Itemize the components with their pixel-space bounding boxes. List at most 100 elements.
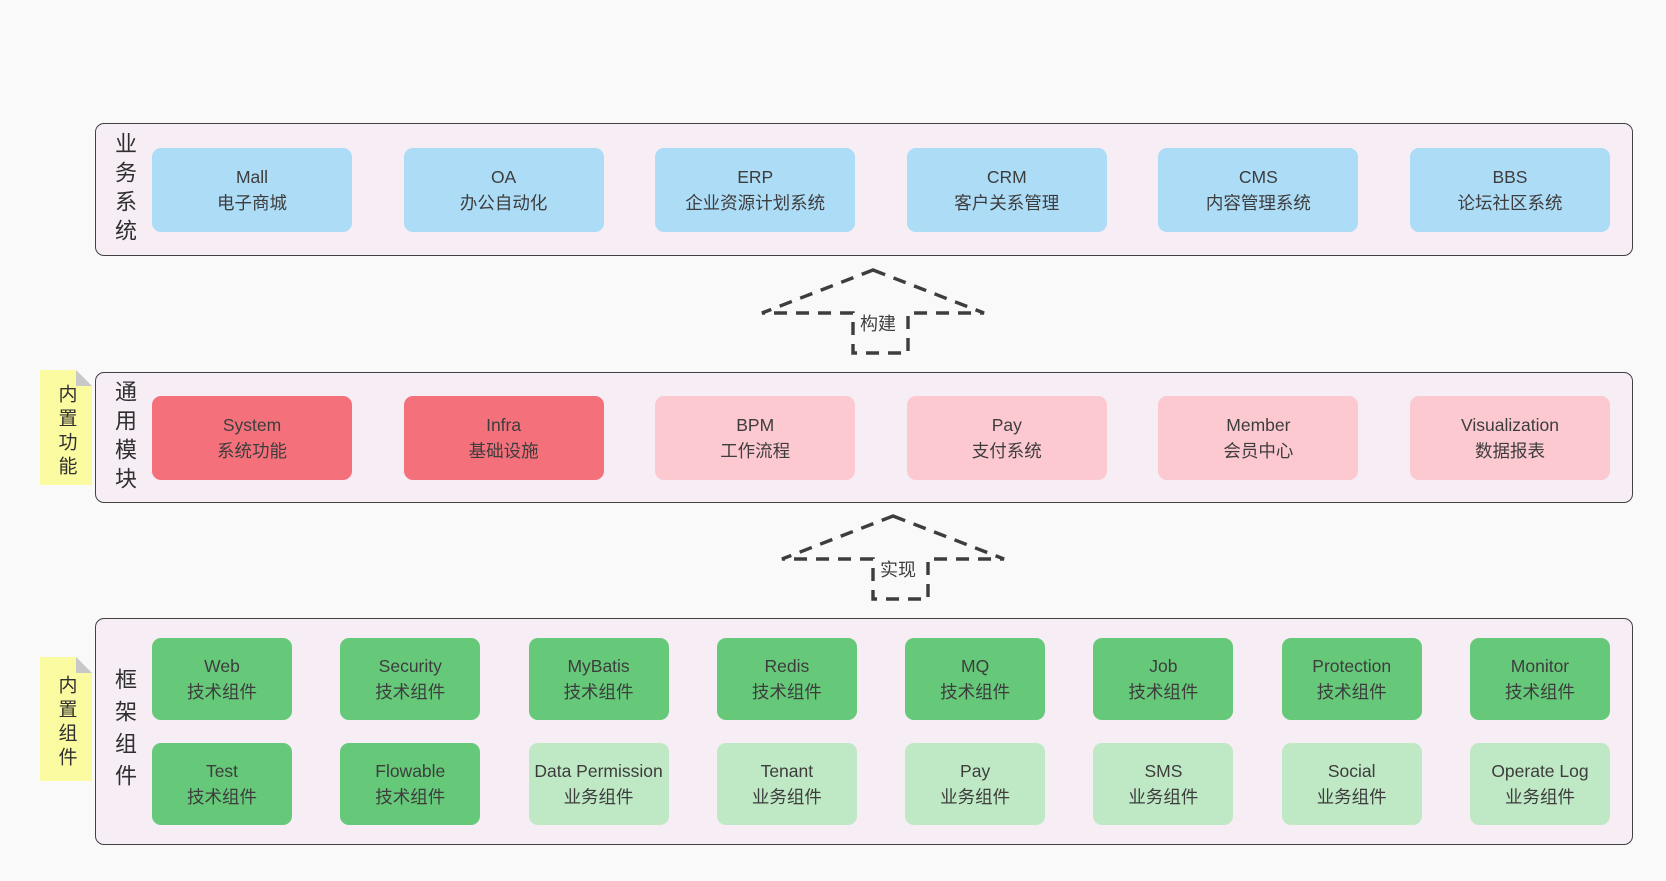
box-subtitle: 技术组件 [1316, 682, 1387, 702]
layer-common-modules: 通用模块 System 系统功能 Infra 基础设施 BPM 工作流程 Pay… [95, 372, 1633, 503]
box-title: MyBatis [567, 656, 630, 676]
box-pay-component: Pay 业务组件 [905, 743, 1046, 825]
box-member: Member 会员中心 [1158, 395, 1359, 480]
box-title: SMS [1144, 761, 1183, 781]
box-title: BBS [1492, 166, 1528, 187]
box-title: CRM [986, 166, 1027, 187]
box-subtitle: 业务组件 [940, 787, 1011, 807]
box-job: Job 技术组件 [1093, 638, 1234, 720]
box-title: Pay [991, 414, 1022, 435]
box-web: Web 技术组件 [152, 638, 292, 720]
box-subtitle: 系统功能 [217, 440, 287, 461]
box-title: Operate Log [1491, 761, 1589, 781]
box-title: Security [378, 656, 442, 676]
box-subtitle: 内容管理系统 [1205, 192, 1311, 213]
dashed-up-arrow-icon [761, 268, 985, 355]
box-subtitle: 技术组件 [751, 682, 822, 702]
box-subtitle: 技术组件 [375, 682, 446, 702]
box-subtitle: 数据报表 [1474, 440, 1545, 461]
layer-modules-label: 通用模块 [112, 379, 137, 496]
box-subtitle: 基础设施 [468, 440, 539, 461]
box-title: Protection [1312, 656, 1392, 676]
box-subtitle: 企业资源计划系统 [685, 192, 826, 213]
box-title: Tenant [760, 761, 814, 781]
layer-components-label: 框架组件 [112, 667, 137, 796]
box-title: Pay [960, 761, 991, 781]
box-subtitle: 工作流程 [720, 440, 791, 461]
box-mybatis: MyBatis 技术组件 [528, 638, 669, 720]
box-flowable: Flowable 技术组件 [340, 743, 481, 825]
box-crm: CRM 客户关系管理 [906, 147, 1107, 232]
arrow-implement-label: 实现 [877, 556, 919, 582]
box-bbs: BBS 论坛社区系统 [1409, 147, 1610, 232]
box-title: Infra [486, 414, 522, 435]
box-title: CMS [1238, 166, 1278, 187]
box-title: BPM [736, 414, 775, 435]
box-title: Redis [764, 656, 810, 676]
box-security: Security 技术组件 [340, 638, 481, 720]
box-title: Data Permission [534, 761, 663, 781]
box-subtitle: 办公自动化 [459, 192, 548, 213]
layer-business-systems: 业务系统 Mall 电子商城 OA 办公自动化 ERP 企业资源计划系统 CRM… [95, 123, 1633, 256]
modules-boxes-row: System 系统功能 Infra 基础设施 BPM 工作流程 Pay 支付系统… [152, 373, 1632, 502]
box-title: System [222, 414, 282, 435]
box-operate-log: Operate Log 业务组件 [1469, 743, 1610, 825]
box-subtitle: 业务组件 [1128, 787, 1199, 807]
components-rows: Web 技术组件 Security 技术组件 MyBatis 技术组件 Redi… [152, 619, 1632, 844]
box-subtitle: 技术组件 [1504, 682, 1575, 702]
box-bpm: BPM 工作流程 [655, 395, 856, 480]
arrow-implement: 实现 [778, 512, 1008, 602]
box-subtitle: 技术组件 [187, 682, 257, 702]
box-visualization: Visualization 数据报表 [1409, 395, 1610, 480]
box-subtitle: 电子商城 [217, 192, 287, 213]
box-subtitle: 技术组件 [940, 682, 1011, 702]
box-mq: MQ 技术组件 [905, 638, 1046, 720]
box-subtitle: 支付系统 [971, 440, 1042, 461]
box-social: Social 业务组件 [1281, 743, 1422, 825]
box-title: Test [205, 761, 239, 781]
arrow-build-label: 构建 [857, 310, 899, 336]
box-title: Visualization [1461, 414, 1559, 435]
box-pay: Pay 支付系统 [906, 395, 1107, 480]
box-title: Flowable [375, 761, 446, 781]
box-test: Test 技术组件 [152, 743, 292, 825]
box-data-permission: Data Permission 业务组件 [528, 743, 669, 825]
box-title: Member [1226, 414, 1291, 435]
layer-framework-components: 框架组件 Web 技术组件 Security 技术组件 MyBatis 技术组件… [95, 618, 1633, 845]
box-system: System 系统功能 [152, 395, 352, 480]
sticky-built-in-components: 内置组件 [40, 657, 92, 781]
box-subtitle: 客户关系管理 [954, 192, 1060, 213]
box-title: OA [490, 166, 517, 187]
box-redis: Redis 技术组件 [716, 638, 857, 720]
layer-business-label: 业务系统 [112, 131, 137, 248]
box-oa: OA 办公自动化 [403, 147, 604, 232]
box-tenant: Tenant 业务组件 [716, 743, 857, 825]
box-title: Social [1327, 761, 1376, 781]
box-subtitle: 业务组件 [563, 787, 634, 807]
box-title: Job [1149, 656, 1178, 676]
sticky-note-icon [40, 657, 92, 781]
sticky-built-in-features: 内置功能 [40, 370, 92, 485]
box-subtitle: 技术组件 [1128, 682, 1199, 702]
box-sms: SMS 业务组件 [1093, 743, 1234, 825]
box-cms: CMS 内容管理系统 [1158, 147, 1359, 232]
box-title: Monitor [1510, 656, 1570, 676]
box-subtitle: 技术组件 [563, 682, 634, 702]
box-protection: Protection 技术组件 [1281, 638, 1422, 720]
box-subtitle: 业务组件 [1316, 787, 1387, 807]
box-subtitle: 会员中心 [1223, 440, 1294, 461]
box-subtitle: 业务组件 [1504, 787, 1575, 807]
sticky-note-icon [40, 370, 92, 485]
box-mall: Mall 电子商城 [152, 147, 352, 232]
box-monitor: Monitor 技术组件 [1469, 638, 1610, 720]
box-title: ERP [737, 166, 774, 187]
box-erp: ERP 企业资源计划系统 [655, 147, 856, 232]
components-row-2: Test 技术组件 Flowable 技术组件 Data Permission … [152, 743, 1610, 825]
box-subtitle: 论坛社区系统 [1457, 192, 1563, 213]
box-subtitle: 技术组件 [375, 787, 446, 807]
dashed-up-arrow-icon [781, 514, 1005, 601]
box-subtitle: 技术组件 [187, 787, 257, 807]
components-row-1: Web 技术组件 Security 技术组件 MyBatis 技术组件 Redi… [152, 638, 1610, 720]
box-subtitle: 业务组件 [751, 787, 822, 807]
